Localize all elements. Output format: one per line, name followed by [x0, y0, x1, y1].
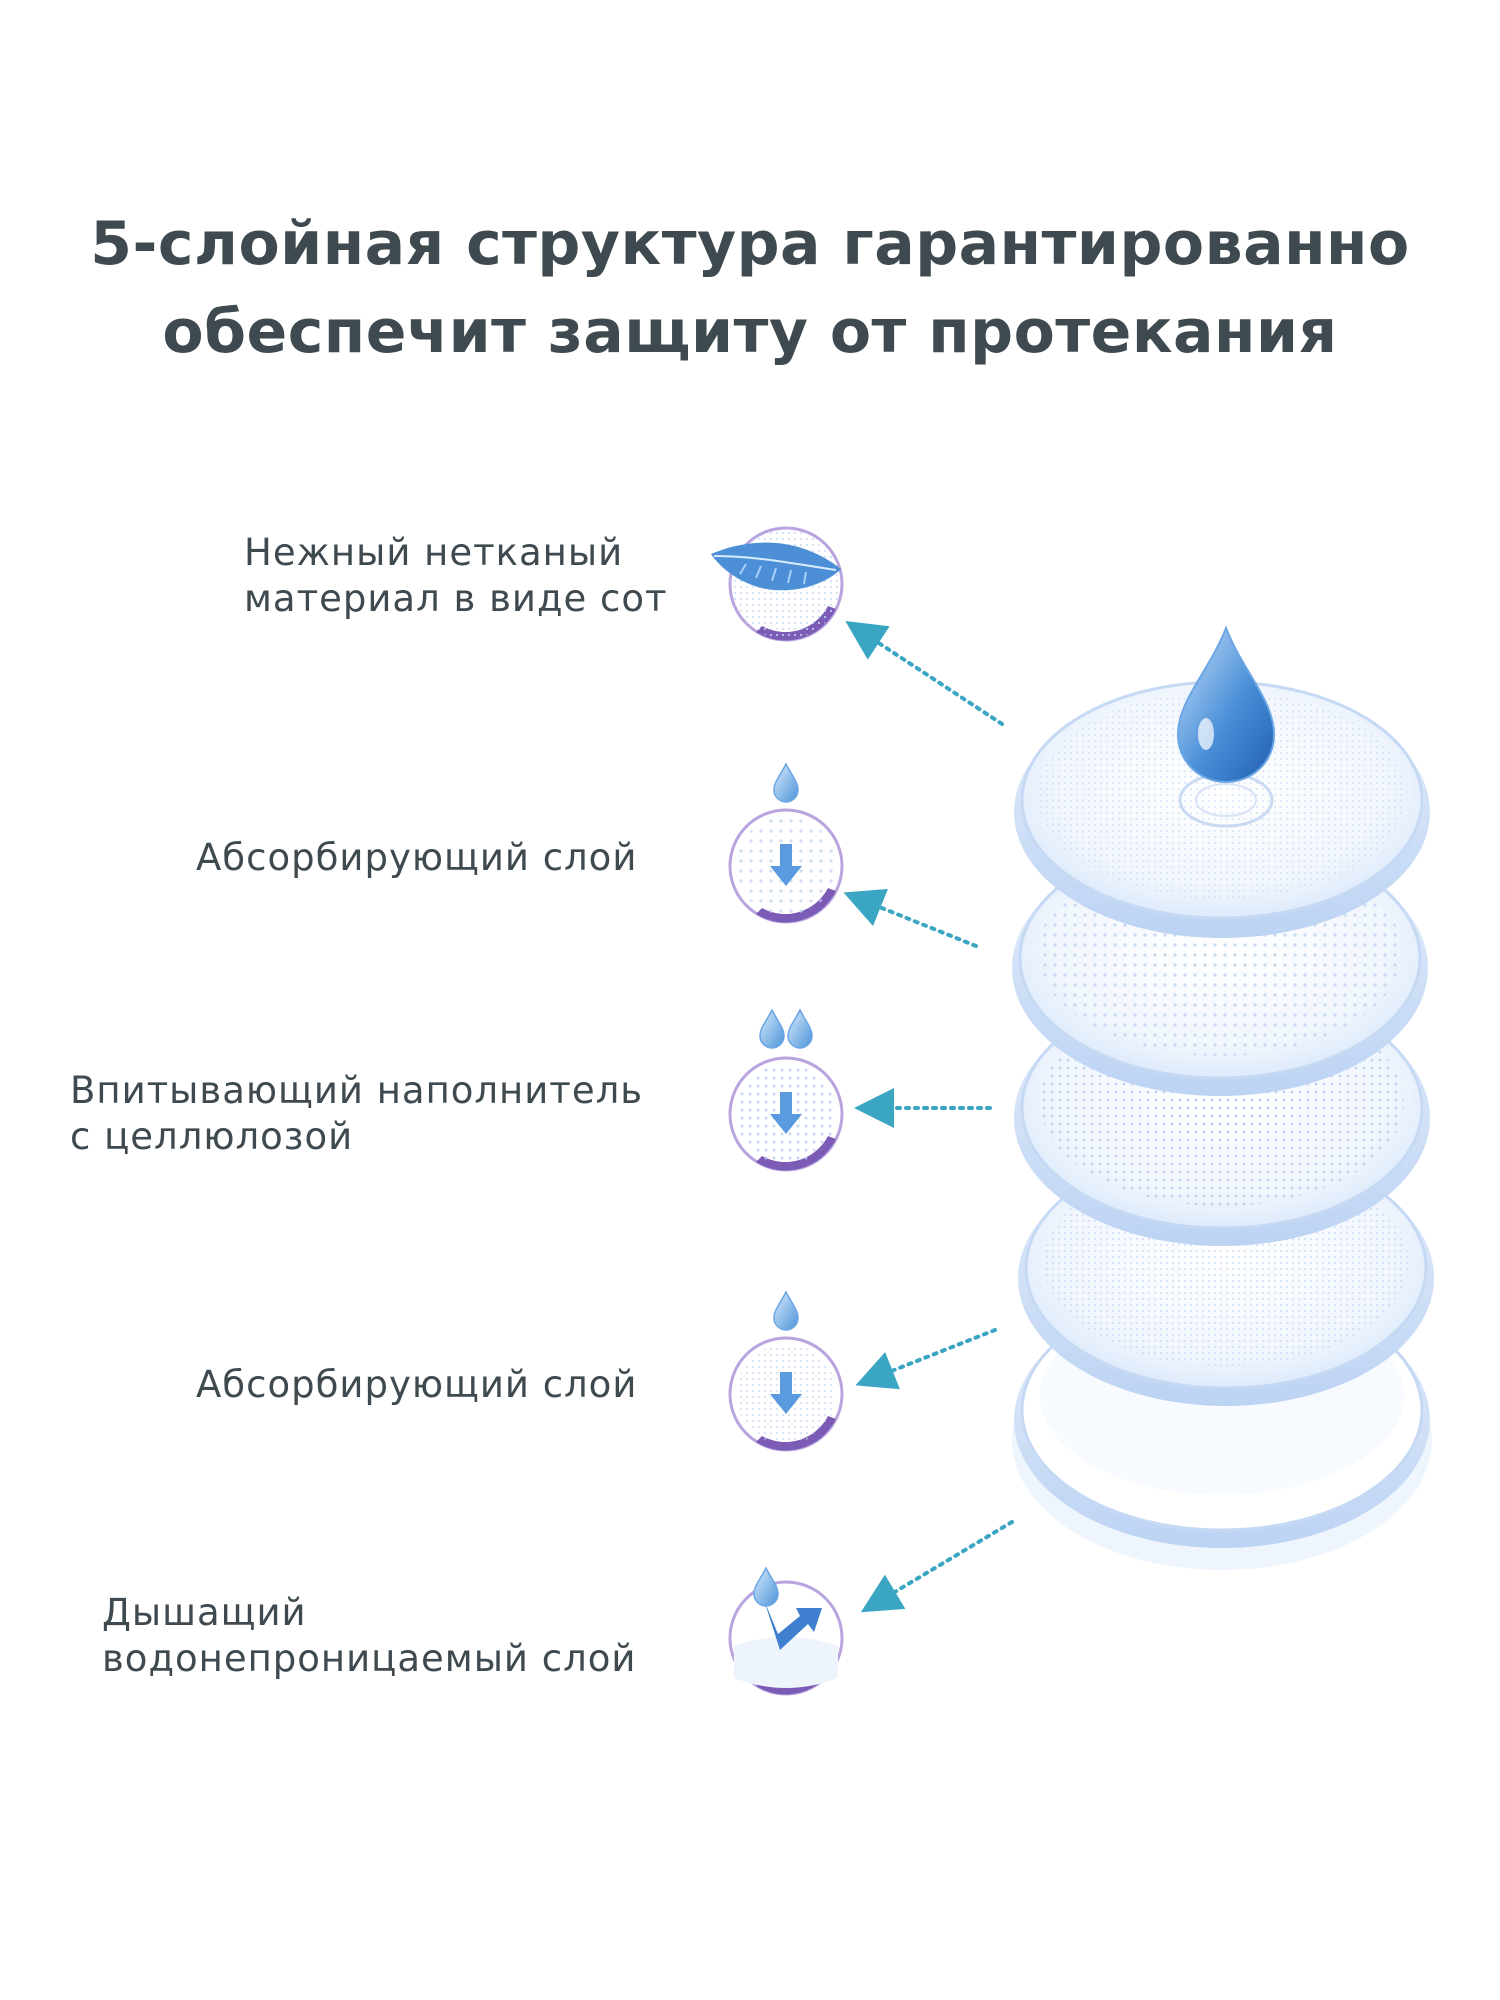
layer-label-2: Абсорбирующий слой — [196, 835, 637, 881]
pad-layer-1 — [1014, 680, 1430, 938]
pointer-arrow-2 — [843, 888, 978, 948]
double-drop-arrow-icon — [728, 1008, 844, 1172]
layer-label-2-line1: Абсорбирующий слой — [196, 836, 638, 879]
layer-label-5-line2: водонепроницаемый слой — [102, 1637, 637, 1680]
layer-label-4-line1: Абсорбирующий слой — [196, 1363, 638, 1406]
pointer-arrow-5 — [860, 1520, 1014, 1613]
water-drop-icon — [1176, 625, 1276, 784]
title-line-1: 5-слойная структура гарантированно — [90, 209, 1410, 279]
layer-label-5-line1: Дышащий — [102, 1591, 307, 1634]
layer-label-5: Дышащий водонепроницаемый слой — [102, 1590, 636, 1682]
single-drop-arrow-icon — [728, 762, 844, 924]
pointer-arrow-1 — [845, 621, 1004, 726]
layer-label-3-line1: Впитывающий наполнитель — [70, 1069, 644, 1112]
pointer-arrow-4 — [855, 1328, 997, 1390]
layer-label-1-line1: Нежный нетканый — [244, 531, 624, 574]
layer-label-4: Абсорбирующий слой — [196, 1362, 637, 1408]
title-line-2: обеспечит защиту от протекания — [162, 297, 1338, 367]
breathable-arrow-icon — [728, 1566, 844, 1696]
layer-label-3: Впитывающий наполнитель с целлюлозой — [70, 1068, 643, 1160]
layer-label-3-line2: с целлюлозой — [70, 1115, 354, 1158]
layer-label-1-line2: материал в виде сот — [244, 577, 668, 620]
single-drop-arrow-icon-2 — [728, 1290, 844, 1452]
page-title: 5-слойная структура гарантированно обесп… — [0, 200, 1500, 376]
layer-label-1: Нежный нетканый материал в виде сот — [244, 530, 668, 622]
feather-icon — [711, 526, 844, 642]
